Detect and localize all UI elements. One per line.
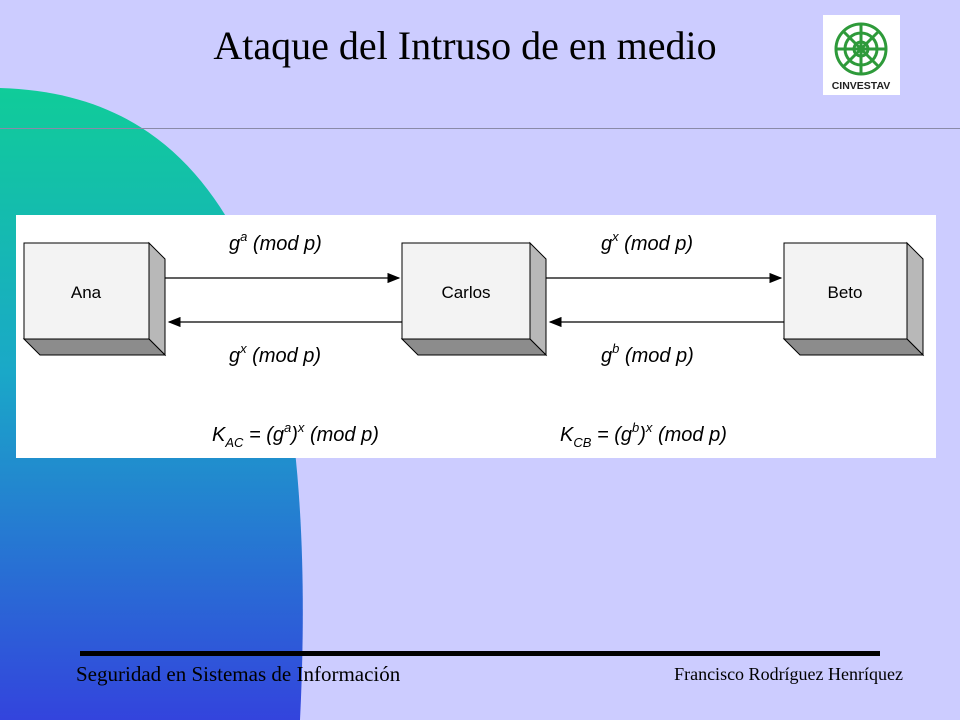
node-label-carlos: Carlos xyxy=(441,283,490,302)
node-beto: Beto xyxy=(782,241,925,357)
message-ana-to-carlos: ga (mod p) xyxy=(229,229,322,255)
key-equation-kac: KAC = (ga)x (mod p) xyxy=(212,420,379,450)
slide-title: Ataque del Intruso de en medio xyxy=(213,23,717,68)
mitm-diagram: Ana Carlos Beto ga (mod p) gx (mod p) gx… xyxy=(16,215,936,458)
logo-text: CINVESTAV xyxy=(832,80,891,92)
logo-emblem xyxy=(834,22,888,76)
key-equation-kcb: KCB = (gb)x (mod p) xyxy=(560,420,727,450)
node-ana: Ana xyxy=(22,241,167,357)
footer-divider xyxy=(80,651,880,656)
node-label-beto: Beto xyxy=(828,283,863,302)
node-carlos: Carlos xyxy=(400,241,548,357)
message-carlos-to-beto: gx (mod p) xyxy=(601,229,693,255)
footer-author: Francisco Rodríguez Henríquez xyxy=(674,664,903,684)
cinvestav-logo: CINVESTAV xyxy=(823,15,900,95)
footer-course-title: Seguridad en Sistemas de Información xyxy=(76,662,401,686)
message-beto-to-carlos: gb (mod p) xyxy=(601,341,694,367)
title-divider xyxy=(0,128,960,129)
node-label-ana: Ana xyxy=(71,283,102,302)
message-carlos-to-ana: gx (mod p) xyxy=(229,341,321,367)
